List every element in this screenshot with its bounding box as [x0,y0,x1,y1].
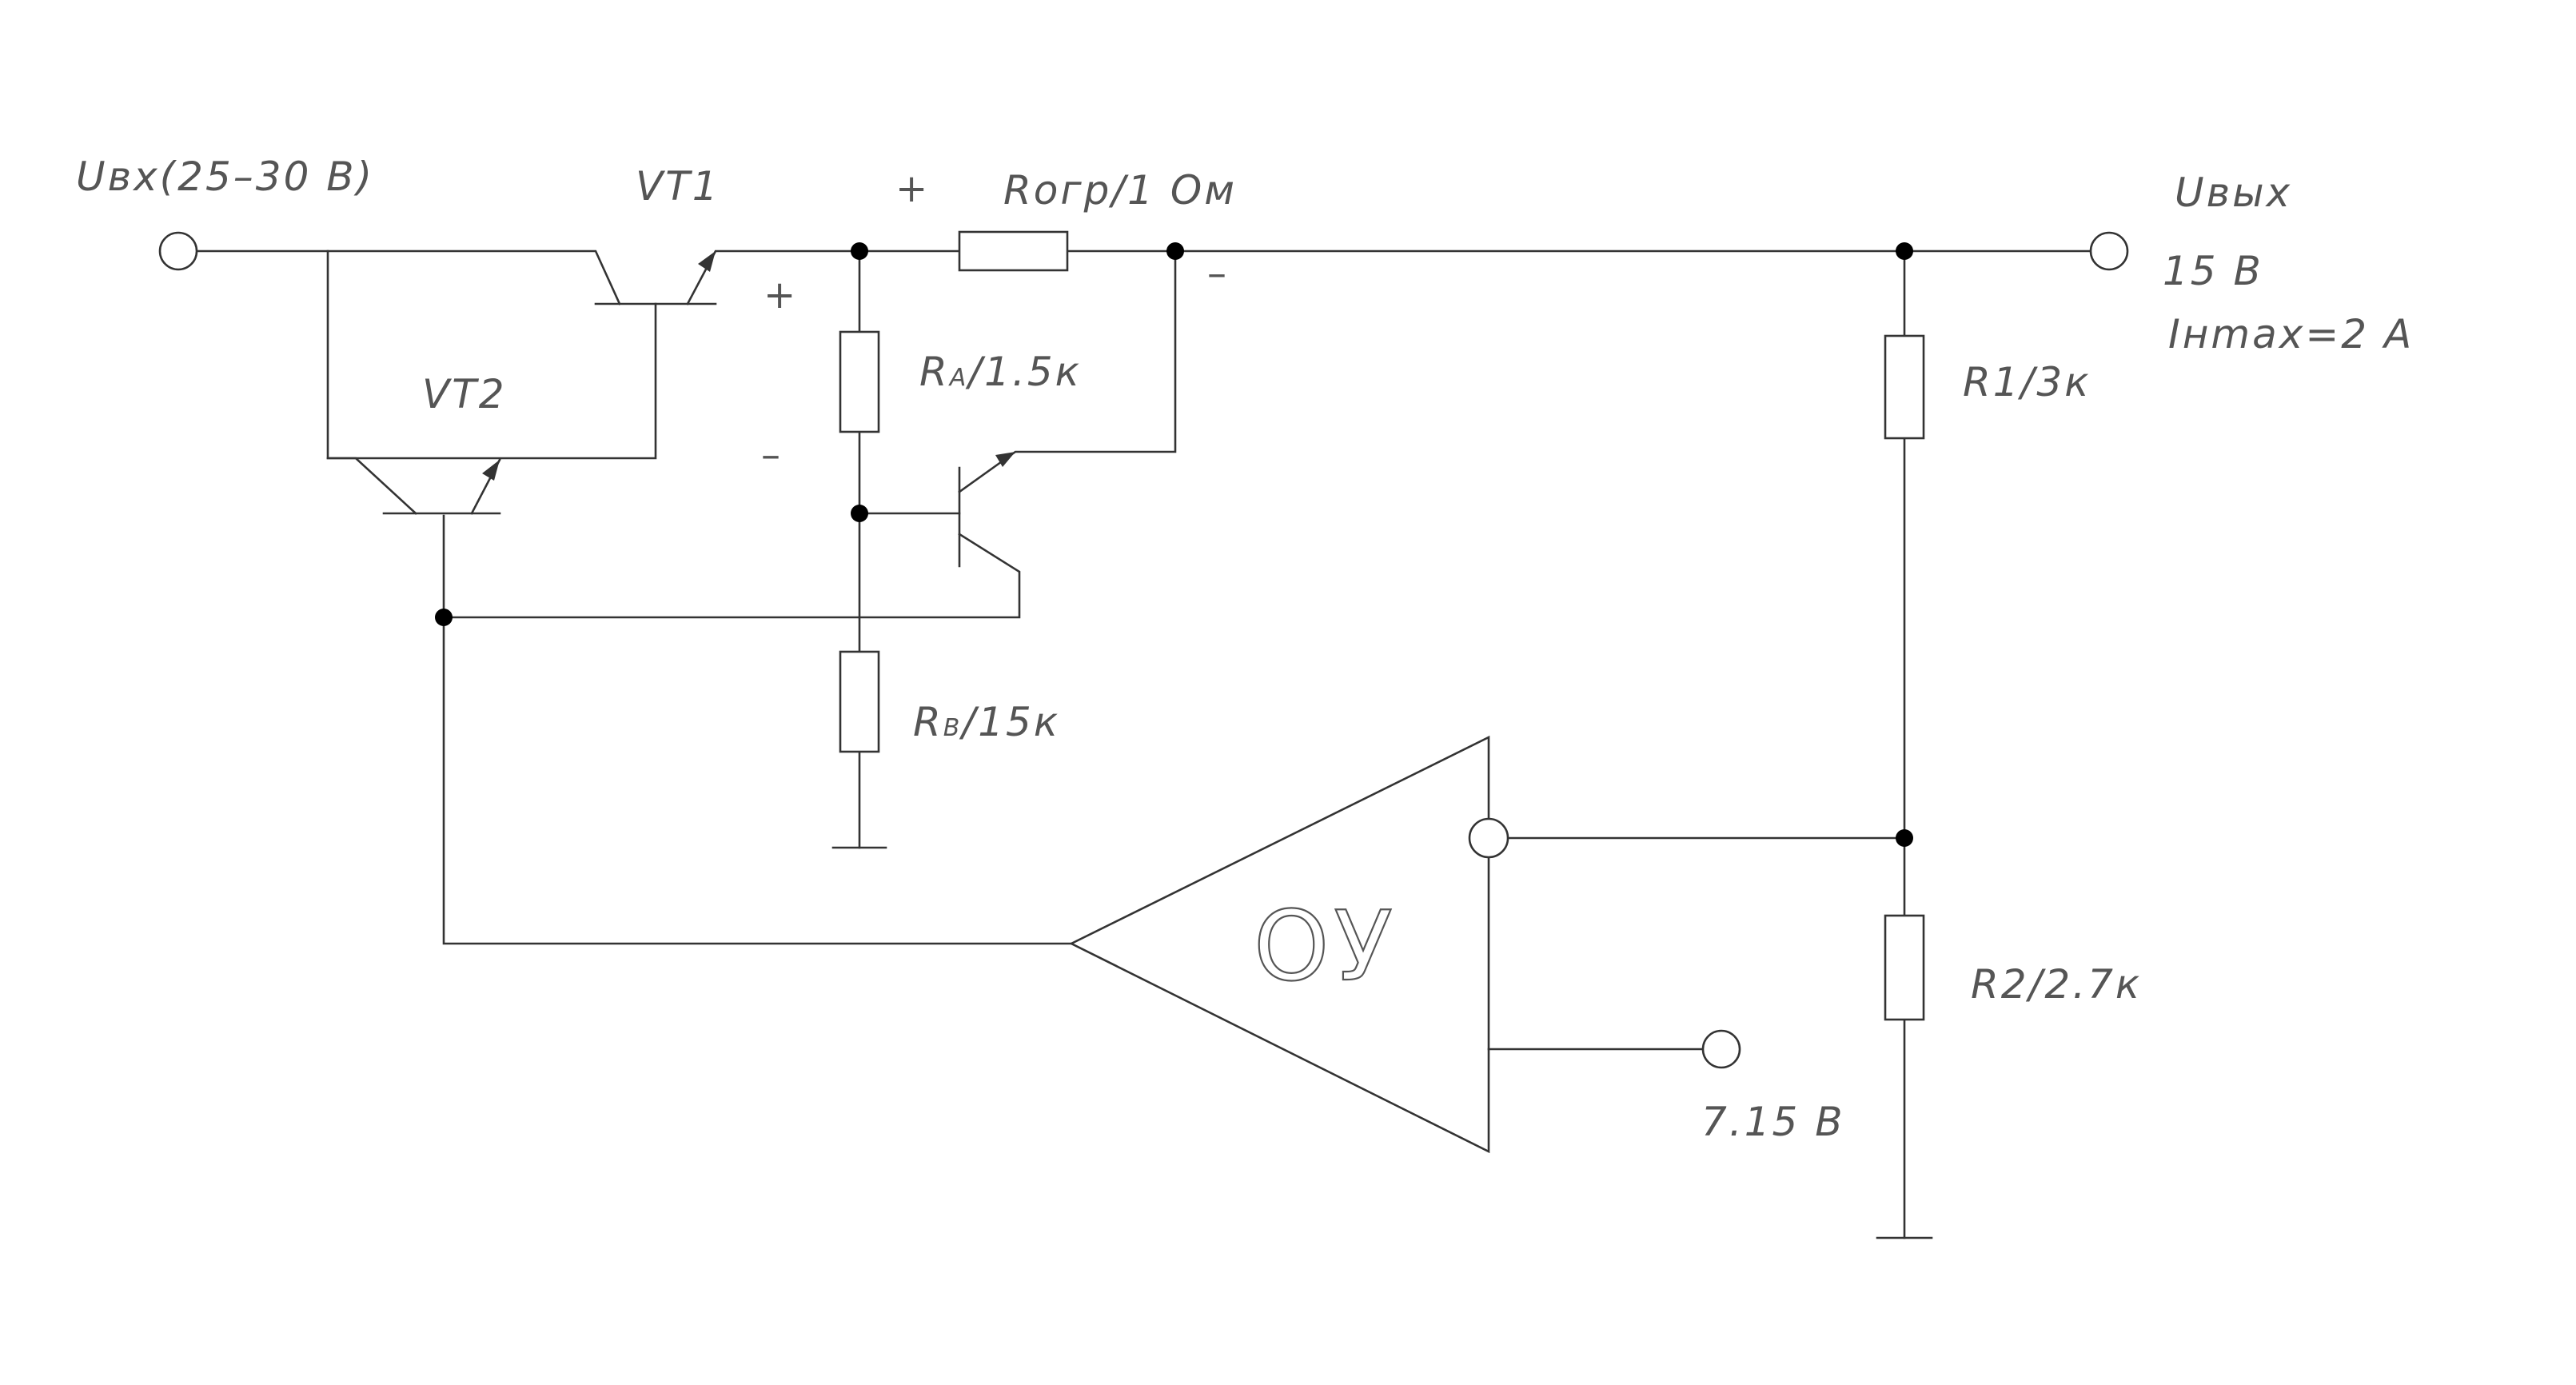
label-rb-main: R [913,699,943,745]
wire-input-to-vt2 [326,249,417,515]
node-rail-ra [851,242,868,260]
label-rb-sub: B [943,714,963,742]
label-minus-rlim: – [1207,251,1226,296]
opamp-inverting-input-circle [1468,817,1509,859]
wires [195,249,2092,1239]
vt2-emitter-arrow-icon [482,460,500,481]
label-rb: RB/15к [913,699,1060,745]
node-ra-rb [851,505,868,522]
transistor-vt3 [958,452,1015,568]
wire-vt1-base-drop [326,302,657,460]
wire-vt3-emitter [958,249,1177,493]
label-input-voltage: Uвх(25–30 В) [76,154,374,200]
transistor-vt2 [382,460,501,515]
wire-input-to-vt1 [195,249,621,305]
node-rlim-right [1166,242,1184,260]
label-plus-rlim: + [895,166,927,211]
node-output-r1 [1896,242,1913,260]
vt1-emitter-arrow-icon [698,251,716,272]
wire-vt3-collector [442,533,1021,619]
label-reference-voltage: 7.15 В [1701,1099,1845,1145]
label-ra-value: /1.5к [965,349,1082,395]
opamp-triangle [1069,735,1490,1154]
node-vt2-base [435,609,453,626]
label-output-voltage: Uвых [2175,170,2292,216]
label-minus-vt1: – [761,433,780,477]
node-r1-r2 [1896,829,1913,847]
opamp [1069,735,1509,1154]
resistor-rb [839,650,880,753]
label-rb-value: /15к [959,699,1060,745]
label-r1: R1/3к [1963,359,2091,405]
wire-vt2-base-to-opamp [442,514,1073,945]
terminal-input [158,231,198,271]
terminal-output [2089,231,2129,271]
label-ra: RA/1.5к [919,349,1082,395]
label-opamp: ОУ [1254,892,1398,1003]
label-r2: R2/2.7к [1971,961,2142,1008]
transistor-vt1 [594,251,717,305]
junction-nodes [435,242,1913,847]
label-ra-sub: A [948,364,969,392]
labels: Uвх(25–30 В) VT1 VT2 Rогр/1 Ом RA/1.5к R… [76,154,2414,1145]
label-rlim: Rогр/1 Ом [1003,167,1237,214]
label-plus-vt1: + [764,273,796,317]
resistor-rlim [958,230,1069,272]
terminal-reference [1701,1029,1741,1069]
resistor-ra [839,330,880,433]
label-output-value: 15 В [2163,248,2263,294]
label-vt1: VT1 [636,163,720,210]
resistor-r2 [1884,914,1925,1021]
vt3-emitter-arrow-icon [995,452,1015,467]
label-max-current: Iнmax=2 А [2168,311,2414,357]
label-vt2: VT2 [422,371,507,417]
resistor-r1 [1884,334,1925,440]
label-ra-main: R [919,349,950,395]
